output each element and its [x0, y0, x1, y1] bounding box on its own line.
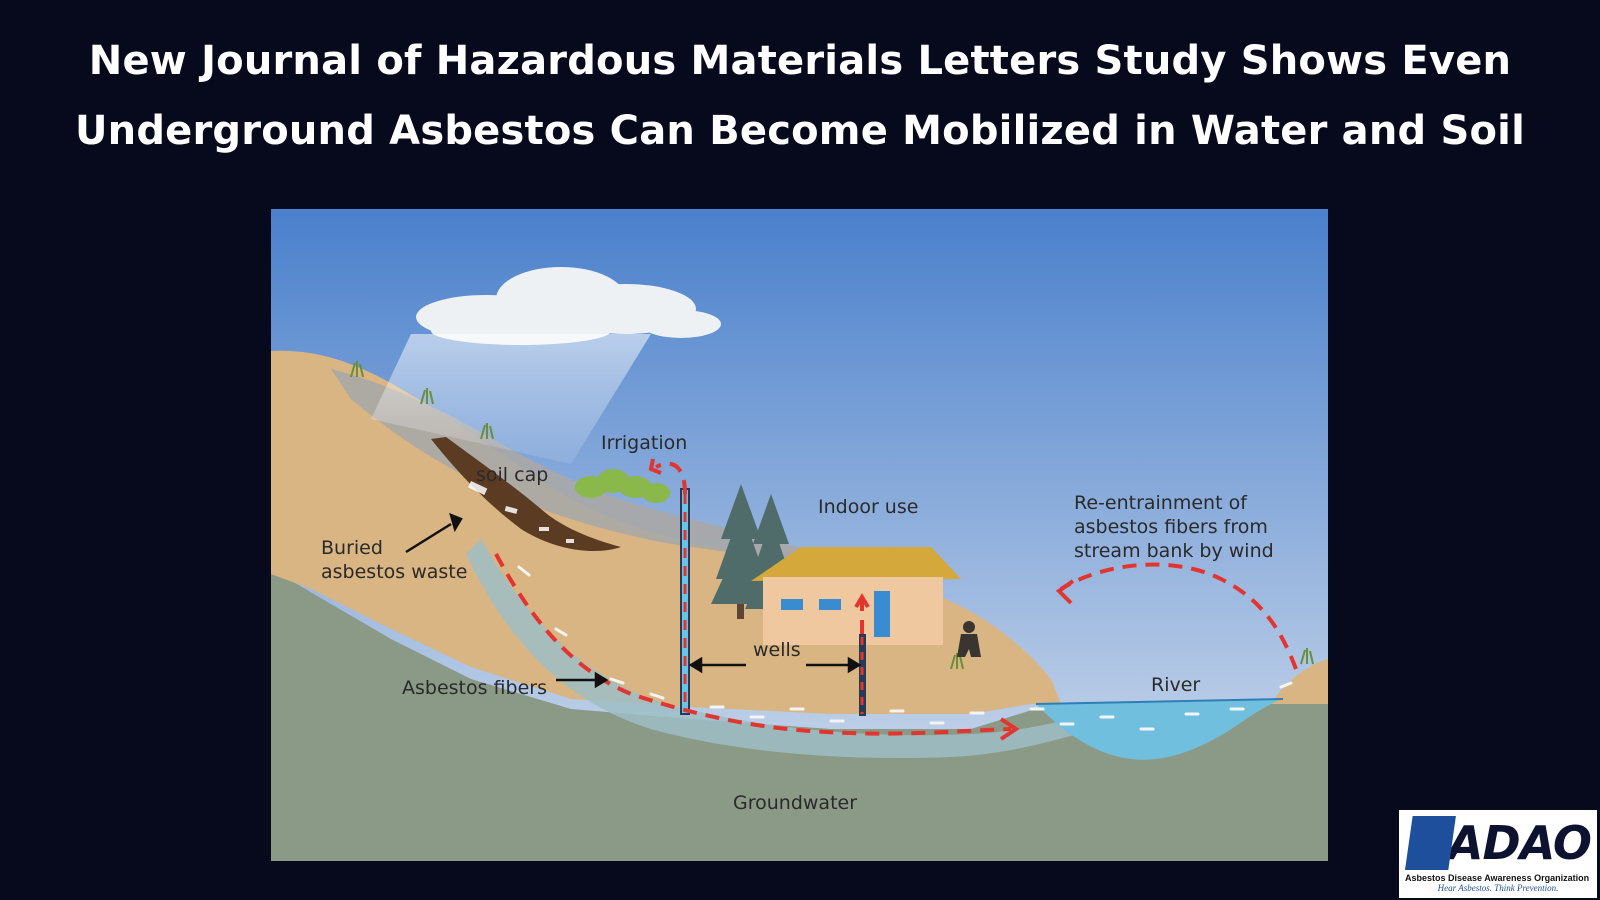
- saturated-band: [466, 539, 1101, 759]
- asbestos-mobilization-diagram: Irrigation soil cap Buried asbestos wast…: [271, 209, 1328, 861]
- grass-tufts: [350, 361, 1314, 670]
- label-buried-line-1: Buried: [321, 537, 383, 559]
- groundwater-flow-arrow: [494, 553, 1012, 736]
- groundwater-layer: [271, 569, 1328, 861]
- person-icon: [957, 621, 981, 657]
- adao-logo-word: ADAO: [1447, 816, 1592, 870]
- headline-line-2: Underground Asbestos Can Become Mobilize…: [74, 108, 1526, 154]
- label-wells: wells: [753, 639, 801, 661]
- label-buried-line-2: asbestos waste: [321, 561, 467, 583]
- right-bank: [1271, 659, 1328, 704]
- hill-surface: [331, 369, 871, 569]
- waste-debris: [468, 480, 574, 543]
- reentrainment-arrow: [1059, 562, 1298, 670]
- adao-tagline: Hear Asbestos. Think Prevention.: [1437, 883, 1559, 893]
- river: [1036, 699, 1281, 760]
- label-irrigation: Irrigation: [601, 432, 687, 454]
- label-reentrain-line-3: stream bank by wind: [1074, 540, 1274, 562]
- arrowheads: [648, 458, 1075, 741]
- indoor-well: [859, 634, 866, 716]
- label-pointers: [405, 512, 862, 689]
- adao-logo-mark: ADAO: [1405, 814, 1592, 872]
- label-river: River: [1151, 674, 1200, 696]
- adao-logo: ADAO Asbestos Disease Awareness Organiza…: [1399, 810, 1597, 898]
- irrigation-well: [680, 488, 690, 715]
- house-icon: [751, 547, 961, 645]
- fiber-dashes: [517, 565, 1293, 731]
- adao-logo-emblem: [1405, 816, 1456, 870]
- buried-waste: [431, 437, 621, 552]
- label-soil-cap: soil cap: [476, 464, 548, 486]
- label-reentrain-line-2: asbestos fibers from: [1074, 516, 1268, 538]
- headline: New Journal of Hazardous Materials Lette…: [0, 26, 1600, 166]
- headline-line-1: New Journal of Hazardous Materials Lette…: [88, 38, 1512, 84]
- label-indoor-use: Indoor use: [818, 496, 918, 518]
- label-groundwater: Groundwater: [733, 792, 857, 814]
- bushes: [575, 469, 670, 503]
- label-asbestos-fibers: Asbestos fibers: [402, 677, 547, 699]
- rain: [371, 334, 651, 464]
- flow-arrows: [494, 461, 1298, 736]
- label-reentrain-line-1: Re-entrainment of: [1074, 492, 1248, 514]
- irrigation-arrow: [655, 461, 687, 495]
- diagram-svg: Irrigation soil cap Buried asbestos wast…: [271, 209, 1328, 861]
- adao-org-name: Asbestos Disease Awareness Organization: [1405, 873, 1590, 883]
